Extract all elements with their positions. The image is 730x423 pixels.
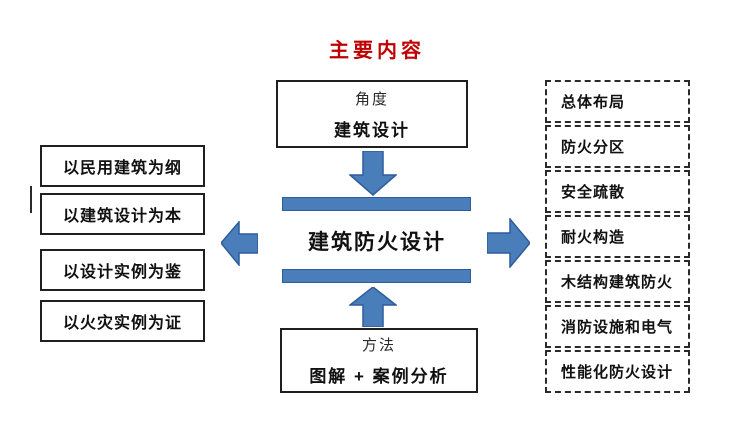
right-box-safe-evacuation: 安全疏散 <box>545 170 690 213</box>
top-box-label: 建筑设计 <box>334 120 410 140</box>
left-box-architectural-design: 以建筑设计为本 <box>40 193 205 235</box>
right-box-fire-resistant-construction: 耐火构造 <box>545 215 690 258</box>
left-arrow-icon <box>221 221 258 266</box>
diagram-title: 主要内容 <box>329 40 425 62</box>
right-box-fire-compartment: 防火分区 <box>545 125 690 168</box>
left-box-fire-examples: 以火灾实例为证 <box>40 300 205 342</box>
top-box-caption: 角度 <box>354 90 389 108</box>
down-arrow-icon <box>349 151 397 196</box>
center-label: 建筑防火设计 <box>308 231 446 254</box>
right-box-fire-facilities-electrical: 消防设施和电气 <box>545 305 690 348</box>
right-box-timber-structure-fire: 木结构建筑防火 <box>545 260 690 303</box>
center-bottom-bar <box>282 269 471 283</box>
right-box-overall-layout: 总体布局 <box>545 80 690 123</box>
stray-line-artifact <box>30 186 32 213</box>
center-top-bar <box>282 197 471 211</box>
left-box-civil-buildings: 以民用建筑为纲 <box>40 145 205 187</box>
bottom-box-method: 方法 图解 + 案例分析 <box>280 328 478 393</box>
left-box-design-examples: 以设计实例为鉴 <box>40 249 205 291</box>
up-arrow-icon <box>349 287 397 327</box>
bottom-box-label: 图解 + 案例分析 <box>309 367 449 386</box>
right-arrow-icon <box>487 218 530 268</box>
bottom-box-caption: 方法 <box>361 337 396 354</box>
right-box-performance-based-design: 性能化防火设计 <box>545 350 690 393</box>
top-box-angle: 角度 建筑设计 <box>276 80 468 148</box>
